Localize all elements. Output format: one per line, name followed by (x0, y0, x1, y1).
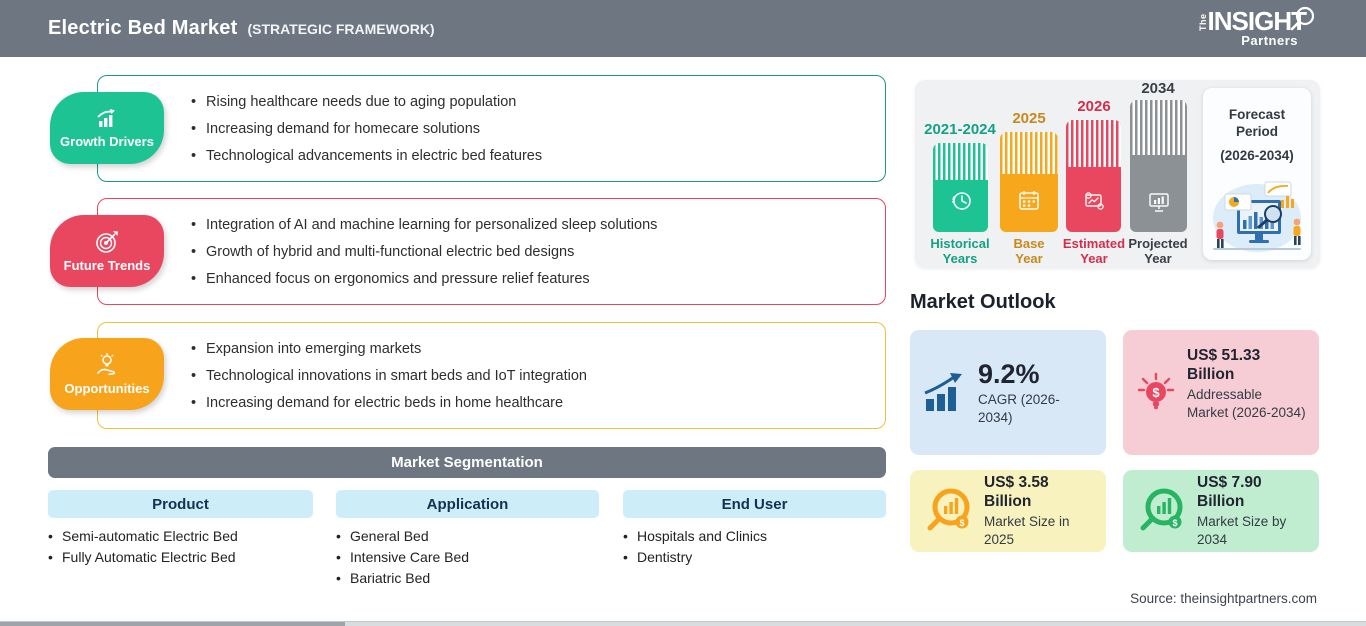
logo-block: INSIGHT Partners (1207, 6, 1307, 48)
card-text: US$ 7.90 Billion Market Size by 2034 (1197, 473, 1307, 549)
horizontal-scrollbar-thumb[interactable] (0, 622, 345, 626)
target-dart-icon (96, 231, 118, 253)
future-trends-box: Integration of AI and machine learning f… (97, 198, 886, 305)
market-outlook-title: Market Outlook (910, 291, 1056, 313)
opportunity-bullet: Technological innovations in smart beds … (191, 366, 885, 386)
opportunity-bullet: Expansion into emerging markets (191, 339, 885, 359)
header: Electric Bed Market (STRATEGIC FRAMEWORK… (0, 0, 1366, 57)
timeline-bar-projected (1130, 100, 1187, 232)
timeline-bar-estimated (1066, 120, 1121, 232)
future-trend-bullet: Growth of hybrid and multi-functional el… (191, 242, 885, 262)
growth-driver-bullet: Rising healthcare needs due to aging pop… (191, 92, 885, 112)
forecast-line: Period (1235, 124, 1278, 139)
list-item: Bariatric Bed (336, 568, 469, 589)
list-item: Semi-automatic Electric Bed (48, 526, 238, 547)
timeline-year-label: 2034 (1141, 80, 1175, 97)
timeline-bar-base (1000, 132, 1058, 232)
market-segmentation-title: Market Segmentation (391, 454, 543, 471)
card-text: US$ 3.58 Billion Market Size in 2025 (984, 473, 1094, 549)
growth-driver-bullet: Technological advancements in electric b… (191, 146, 885, 166)
analysts-monitor-magnifier-illustration (1213, 181, 1301, 252)
timeline-year-label: 2026 (1077, 98, 1111, 115)
market-size-2034-card: $ US$ 7.90 Billion Market Size by 2034 (1123, 470, 1319, 552)
dollar-bulb-icon: $ (1137, 372, 1175, 409)
magnifier-chart-icon: $ (927, 488, 970, 531)
forecast-period-panel: Forecast Period (2026-2034) (1203, 88, 1311, 260)
logo-partners-text: Partners (1241, 33, 1298, 48)
horizontal-scrollbar-track[interactable] (0, 621, 1366, 626)
svg-text:$: $ (1152, 385, 1160, 400)
bulb-hand-icon (97, 353, 116, 376)
growth-driver-bullet: Increasing demand for homecare solutions (191, 119, 885, 139)
svg-text:$: $ (1172, 518, 1177, 528)
future-trend-bullet: Integration of AI and machine learning f… (191, 215, 885, 235)
cagr-label: CAGR (2026-2034) (978, 391, 1060, 425)
future-trends-badge: Future Trends (50, 215, 164, 287)
logo-insight-text: INSIGHT (1207, 6, 1307, 36)
badge-label: Opportunities (64, 381, 150, 396)
opportunity-bullet: Increasing demand for electric beds in h… (191, 393, 885, 413)
magnifier-chart-icon: $ (1140, 488, 1183, 531)
timeline-year-label: 2021-2024 (924, 121, 996, 138)
list-item: Dentistry (623, 547, 767, 568)
opportunities-box: Expansion into emerging markets Technolo… (97, 322, 886, 429)
addressable-market-value: US$ 51.33 Billion (1187, 347, 1261, 383)
forecast-line: Forecast (1228, 107, 1286, 122)
page-subtitle: (STRATEGIC FRAMEWORK) (247, 21, 435, 37)
timeline-bar-historical (933, 143, 988, 232)
badge-label: Growth Drivers (60, 134, 154, 149)
market-size-2034-value: US$ 7.90 Billion (1197, 474, 1262, 510)
product-list: Semi-automatic Electric Bed Fully Automa… (48, 526, 238, 568)
magnifier-lens-icon (1290, 6, 1315, 31)
addressable-market-label: Addressable Market (2026-2034) (1187, 387, 1306, 420)
list-item: Intensive Care Bed (336, 547, 469, 568)
market-size-2034-label: Market Size by 2034 (1197, 514, 1287, 547)
page-title: Electric Bed Market (48, 17, 238, 39)
segment-header-product: Product (48, 490, 313, 518)
title-wrap: Electric Bed Market (STRATEGIC FRAMEWORK… (48, 17, 435, 40)
logo-the-text: The (1197, 13, 1208, 31)
market-size-2025-value: US$ 3.58 Billion (984, 474, 1049, 510)
cagr-card: 9.2% CAGR (2026-2034) (910, 330, 1106, 455)
gear-chart-icon (1084, 192, 1104, 210)
striped-cap (1000, 132, 1058, 174)
card-text: 9.2% CAGR (2026-2034) (978, 359, 1094, 427)
end-user-list: Hospitals and Clinics Dentistry (623, 526, 767, 568)
market-size-2025-label: Market Size in 2025 (984, 514, 1070, 547)
striped-cap (933, 143, 988, 181)
segment-header-end-user: End User (623, 490, 886, 518)
list-item: Fully Automatic Electric Bed (48, 547, 238, 568)
forecast-range: (2026-2034) (1220, 148, 1294, 163)
addressable-market-card: $ US$ 51.33 Billion Addressable Market (… (1123, 330, 1319, 455)
source-attribution: Source: theinsightpartners.com (1130, 591, 1317, 606)
growth-bar-chart-icon (97, 109, 115, 127)
segment-header-application: Application (336, 490, 599, 518)
market-segmentation-bar: Market Segmentation (48, 447, 886, 478)
calendar-icon (1019, 191, 1039, 210)
timeline-year-label: 2025 (1012, 110, 1046, 127)
growth-drivers-badge: Growth Drivers (50, 92, 164, 164)
research-timeline-card: 2021-2024 2025 2026 2034 (915, 80, 1320, 268)
growth-drivers-box: Rising healthcare needs due to aging pop… (97, 75, 886, 182)
history-clock-icon (951, 192, 971, 210)
cagr-value: 9.2% (978, 358, 1040, 389)
card-text: US$ 51.33 Billion Addressable Market (20… (1187, 346, 1307, 422)
list-item: Hospitals and Clinics (623, 526, 767, 547)
presentation-chart-icon (1148, 193, 1169, 212)
market-size-2025-card: $ US$ 3.58 Billion Market Size in 2025 (910, 470, 1106, 552)
striped-cap (1130, 100, 1187, 156)
future-trend-bullet: Enhanced focus on ergonomics and pressur… (191, 269, 885, 289)
list-item: General Bed (336, 526, 469, 547)
svg-text:$: $ (959, 518, 964, 528)
application-list: General Bed Intensive Care Bed Bariatric… (336, 526, 469, 589)
badge-label: Future Trends (63, 258, 151, 273)
insight-partners-logo: The INSIGHT Partners (1197, 6, 1315, 48)
growth-arrow-chart-icon (924, 372, 962, 411)
striped-cap (1066, 120, 1121, 168)
opportunities-badge: Opportunities (50, 338, 164, 410)
